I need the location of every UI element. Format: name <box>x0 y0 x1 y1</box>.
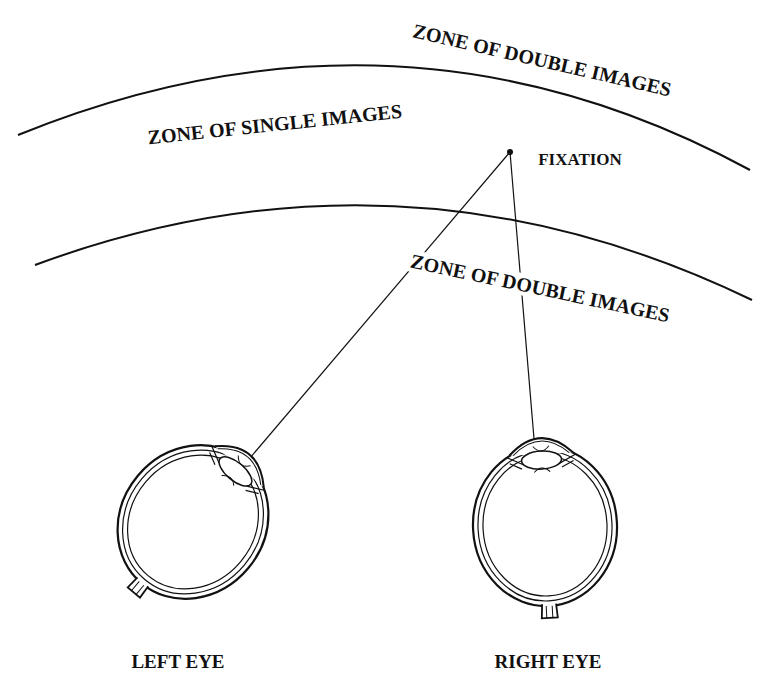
fixation-label: FIXATION <box>535 151 625 170</box>
zone-label: ZONE OF SINGLE IMAGES <box>144 99 406 148</box>
right-eye-drawing <box>468 434 621 621</box>
zone-label: ZONE OF DOUBLE IMAGES <box>406 249 675 327</box>
left-eye-drawing <box>79 408 305 638</box>
eye-label: RIGHT EYE <box>492 652 605 673</box>
fixation-point <box>507 149 513 155</box>
eye-label: LEFT EYE <box>128 652 227 673</box>
zone-boundary-arc <box>35 205 752 300</box>
